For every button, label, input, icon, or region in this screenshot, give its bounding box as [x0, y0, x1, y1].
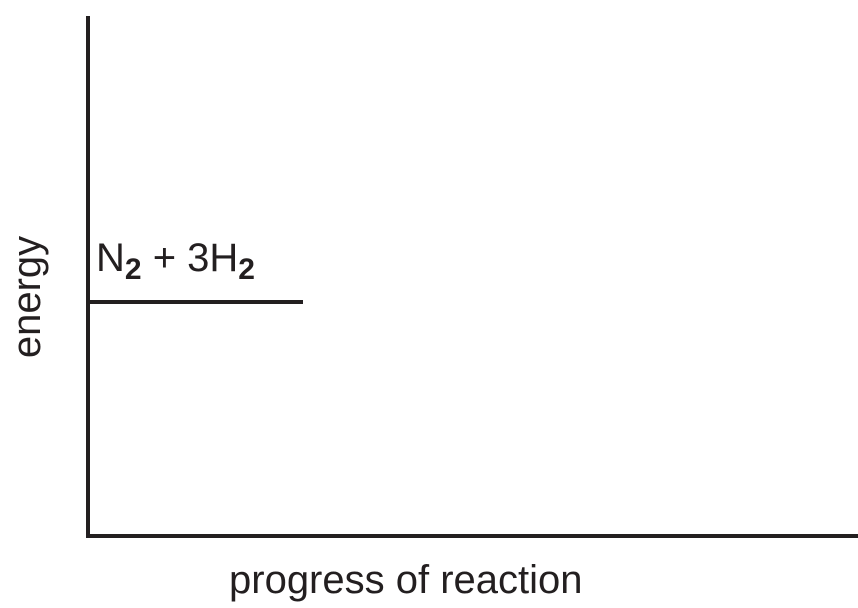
- formula-nitrogen: N: [96, 236, 125, 280]
- formula-hydrogen: + 3H: [141, 236, 239, 280]
- y-axis-line: [86, 16, 90, 538]
- reactant-formula-label: N2 + 3H2: [96, 236, 255, 285]
- x-axis-line: [86, 534, 858, 538]
- x-axis-label: progress of reaction: [229, 558, 583, 602]
- formula-subscript-1: 2: [124, 253, 142, 286]
- formula-subscript-2: 2: [238, 253, 255, 286]
- y-axis-label: energy: [5, 235, 49, 359]
- reactant-energy-level-line: [86, 300, 303, 304]
